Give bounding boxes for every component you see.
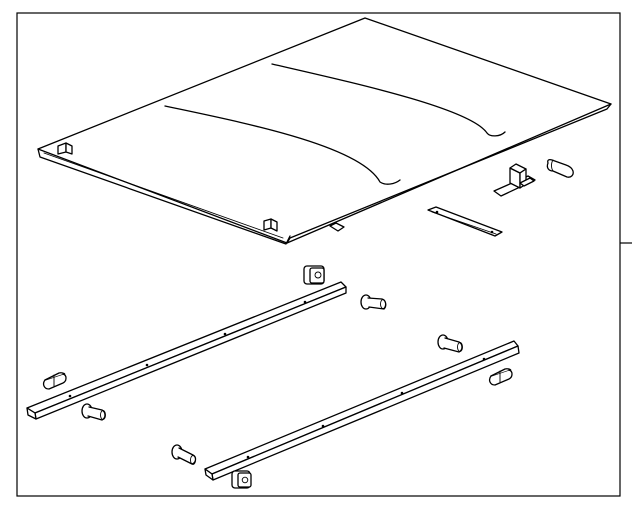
cover-front-trim xyxy=(43,152,284,239)
cover-underside-clip xyxy=(329,222,345,232)
left-side-rail xyxy=(26,281,347,420)
cover-fold-line-2 xyxy=(271,63,506,137)
clamp-pin xyxy=(546,158,574,178)
rail-clip-lower xyxy=(231,470,252,489)
cover-latch-right xyxy=(263,218,278,232)
cover-right-edge xyxy=(286,103,612,244)
rail-bolt-4 xyxy=(171,444,197,465)
right-side-rail xyxy=(204,340,520,481)
cover-latch-left xyxy=(57,142,73,155)
cover-fold-line-1 xyxy=(164,105,401,185)
rail-clip-upper xyxy=(303,265,325,285)
cover-front-edge xyxy=(37,148,291,245)
front-rail-clamp xyxy=(493,163,536,197)
rail-bolt-2 xyxy=(437,334,463,353)
rear-seal-bracket xyxy=(427,206,503,237)
cover-panel xyxy=(37,17,612,244)
rail-pin-pair-right xyxy=(488,368,513,386)
rail-bolt-1 xyxy=(360,294,387,310)
rail-bolt-3 xyxy=(81,403,106,421)
tonneau-cover xyxy=(37,17,612,245)
rail-pin-pair-left xyxy=(42,372,67,390)
diagram-frame xyxy=(16,12,621,497)
